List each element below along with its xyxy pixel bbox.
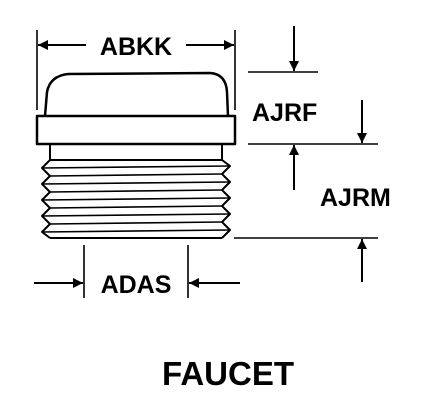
dimension-ajrm: AJRM bbox=[234, 100, 391, 282]
dimension-ajrf: AJRF bbox=[248, 26, 378, 190]
cap-dome bbox=[43, 71, 230, 117]
thread-lines bbox=[41, 165, 231, 233]
thread-profile-right bbox=[221, 159, 231, 239]
thread-profile-left bbox=[41, 159, 51, 239]
dimension-adas: ADAS bbox=[34, 245, 240, 299]
ajrf-label: AJRF bbox=[252, 99, 317, 127]
faucet-cap bbox=[35, 71, 237, 146]
abkk-label: ABKK bbox=[100, 33, 172, 61]
dimension-abkk: ABKK bbox=[36, 30, 236, 110]
ajrm-label: AJRM bbox=[320, 184, 391, 212]
body-neck bbox=[49, 144, 223, 161]
diagram-title: FAUCET bbox=[162, 355, 294, 392]
faucet-threaded-body bbox=[41, 144, 231, 239]
adas-label: ADAS bbox=[101, 271, 172, 299]
cap-band bbox=[35, 114, 237, 146]
